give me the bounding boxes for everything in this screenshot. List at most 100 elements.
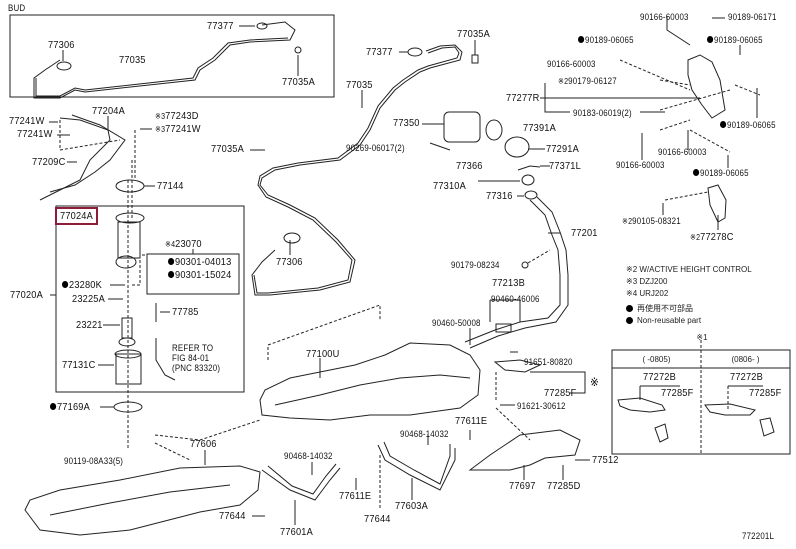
part-label-77644-a[interactable]: 77644 bbox=[219, 510, 246, 522]
part-label-77785[interactable]: 77785 bbox=[172, 306, 199, 318]
part-label-77603A[interactable]: 77603A bbox=[395, 500, 428, 512]
variant-part-77272B-a[interactable]: 77272B bbox=[643, 371, 676, 383]
part-label-77243D[interactable]: ※377243D bbox=[155, 111, 199, 122]
part-label-77035[interactable]: 77035 bbox=[346, 79, 373, 91]
part-label-77035A-top[interactable]: 77035A bbox=[457, 28, 490, 40]
part-label-77241W-b[interactable]: 77241W bbox=[17, 128, 53, 140]
part-label-77169A[interactable]: 77169A bbox=[50, 402, 90, 413]
part-label-90166-60003-d[interactable]: 90166-60003 bbox=[616, 160, 665, 170]
part-label-90189-06065-c[interactable]: 90189-06065 bbox=[720, 120, 776, 131]
nonreusable-icon bbox=[62, 281, 69, 288]
part-label-90119-08A33[interactable]: 90119-08A33(5) bbox=[64, 456, 124, 466]
part-label-77278C[interactable]: ※277278C bbox=[690, 232, 734, 243]
part-label-77285F[interactable]: 77285F bbox=[544, 387, 577, 399]
variant-clip-a bbox=[654, 423, 669, 443]
part-label-77131C[interactable]: 77131C bbox=[62, 359, 96, 371]
part-label-77601A[interactable]: 77601A bbox=[280, 526, 313, 538]
part-label-77644-b[interactable]: 77644 bbox=[364, 513, 391, 525]
part-label-77316[interactable]: 77316 bbox=[486, 190, 513, 202]
part-label-90179-08234[interactable]: 90179-08234 bbox=[451, 260, 500, 270]
inset-connector-77377 bbox=[256, 22, 268, 30]
part-label-23225A[interactable]: 23225A bbox=[72, 293, 105, 305]
part-label-77391A[interactable]: 77391A bbox=[523, 122, 556, 134]
bracket-marker: ※ bbox=[590, 375, 600, 389]
part-label-90269-06017[interactable]: 90269-06017(2) bbox=[346, 143, 405, 153]
nonreusable-icon bbox=[50, 403, 57, 410]
diagram-id: 772201L bbox=[742, 531, 775, 541]
part-label-77144[interactable]: 77144 bbox=[157, 180, 184, 192]
part-label-90460-46006[interactable]: 90460-46006 bbox=[491, 294, 540, 304]
inset-part-label-77377[interactable]: 77377 bbox=[207, 20, 234, 32]
part-label-77512[interactable]: 77512 bbox=[592, 454, 619, 466]
part-label-77291A[interactable]: 77291A bbox=[546, 143, 579, 155]
part-number: 77278C bbox=[700, 231, 734, 243]
inset-part-label-77035[interactable]: 77035 bbox=[119, 54, 146, 66]
part-label-90189-06065-a[interactable]: 90189-06065 bbox=[578, 35, 634, 46]
part-label-90105-08321[interactable]: ※290105-08321 bbox=[622, 216, 681, 227]
bolt-dash-b bbox=[659, 119, 731, 153]
strap-77601A bbox=[261, 467, 341, 501]
part-label-77201[interactable]: 77201 bbox=[571, 227, 598, 239]
legend-block: ※2 W/ACTIVE HEIGHT CONTROL ※3 DZJ200 ※4 … bbox=[626, 264, 752, 327]
filter-top bbox=[114, 349, 142, 359]
part-label-90166-60003-b[interactable]: 90166-60003 bbox=[547, 59, 596, 69]
part-label-77371L[interactable]: 77371L bbox=[549, 160, 581, 172]
leader-90166-a bbox=[666, 16, 691, 46]
part-label-90166-60003-c[interactable]: 90166-60003 bbox=[658, 147, 707, 157]
part-label-90179-06127[interactable]: ※290179-06127 bbox=[558, 76, 617, 87]
part-label-77611E-a[interactable]: 77611E bbox=[455, 415, 488, 427]
part-label-91651-80820[interactable]: 91651-80820 bbox=[524, 357, 573, 367]
part-label-77606[interactable]: 77606 bbox=[190, 438, 217, 450]
part-label-77024A[interactable]: 77024A bbox=[60, 210, 93, 222]
part-label-77277R[interactable]: 77277R bbox=[506, 92, 540, 104]
part-label-90468-14032-a[interactable]: 90468-14032 bbox=[400, 429, 449, 439]
legend-text: Non-reusable part bbox=[637, 316, 702, 325]
part-label-77213B[interactable]: 77213B bbox=[492, 277, 525, 289]
leader-90183 bbox=[544, 83, 570, 113]
part-label-90183-06019[interactable]: 90183-06019(2) bbox=[573, 108, 632, 118]
fuel-tank-77100U bbox=[259, 342, 481, 421]
refer-note-line-2[interactable]: FIG 84-01 bbox=[172, 353, 210, 363]
bolt-dash-90119 bbox=[154, 442, 191, 461]
inset-part-label-77035A[interactable]: 77035A bbox=[282, 76, 315, 88]
hose-77213B bbox=[495, 323, 512, 333]
part-label-23221[interactable]: 23221 bbox=[76, 319, 103, 331]
part-label-77377[interactable]: 77377 bbox=[366, 46, 393, 58]
part-label-90166-60003-a[interactable]: 90166-60003 bbox=[640, 12, 689, 22]
part-label-90301-04013[interactable]: 90301-04013 bbox=[168, 257, 231, 268]
part-label-77035A-left[interactable]: 77035A bbox=[211, 143, 244, 155]
part-label-77020A[interactable]: 77020A bbox=[10, 289, 43, 301]
refer-note-line-3: (PNC 83320) bbox=[172, 363, 221, 373]
part-label-90460-50008[interactable]: 90460-50008 bbox=[432, 318, 481, 328]
part-label-77100U[interactable]: 77100U bbox=[306, 348, 340, 360]
variant-part-77285F-b[interactable]: 77285F bbox=[749, 387, 782, 399]
inset-part-label-77306[interactable]: 77306 bbox=[48, 39, 75, 51]
heat-shield-ridge bbox=[49, 484, 231, 516]
part-label-90189-06065-b[interactable]: 90189-06065 bbox=[707, 35, 763, 46]
part-label-77285D[interactable]: 77285D bbox=[547, 480, 581, 492]
variant-part-77272B-b[interactable]: 77272B bbox=[730, 371, 763, 383]
part-label-23070[interactable]: ※423070 bbox=[165, 239, 202, 250]
nonreusable-icon bbox=[578, 36, 585, 43]
part-label-77204A[interactable]: 77204A bbox=[92, 105, 125, 117]
part-label-77350[interactable]: 77350 bbox=[393, 117, 420, 129]
part-label-77366[interactable]: 77366 bbox=[456, 160, 483, 172]
part-label-90189-06171[interactable]: 90189-06171 bbox=[728, 12, 777, 22]
part-label-77697[interactable]: 77697 bbox=[509, 480, 536, 492]
part-label-77241W-c[interactable]: ※377241W bbox=[155, 124, 201, 135]
part-label-77241W-a[interactable]: 77241W bbox=[9, 115, 45, 127]
part-label-90301-15024[interactable]: 90301-15024 bbox=[168, 270, 231, 281]
part-number: 90189-06065 bbox=[714, 35, 763, 45]
part-label-90468-14032-b[interactable]: 90468-14032 bbox=[284, 451, 333, 461]
part-label-77611E-b[interactable]: 77611E bbox=[339, 490, 372, 502]
variant-part-77285F-a[interactable]: 77285F bbox=[661, 387, 694, 399]
part-label-23280K[interactable]: 23280K bbox=[62, 280, 102, 291]
part-label-91621-30612[interactable]: 91621-30612 bbox=[517, 401, 566, 411]
highlight-box-77024A bbox=[55, 207, 98, 225]
part-label-77306[interactable]: 77306 bbox=[276, 256, 303, 268]
part-label-77310A[interactable]: 77310A bbox=[433, 180, 466, 192]
part-label-90189-06065-d[interactable]: 90189-06065 bbox=[693, 168, 749, 179]
part-number: 77241W bbox=[165, 123, 201, 135]
part-label-77209C[interactable]: 77209C bbox=[32, 156, 66, 168]
inset-harness-wire bbox=[33, 21, 296, 99]
